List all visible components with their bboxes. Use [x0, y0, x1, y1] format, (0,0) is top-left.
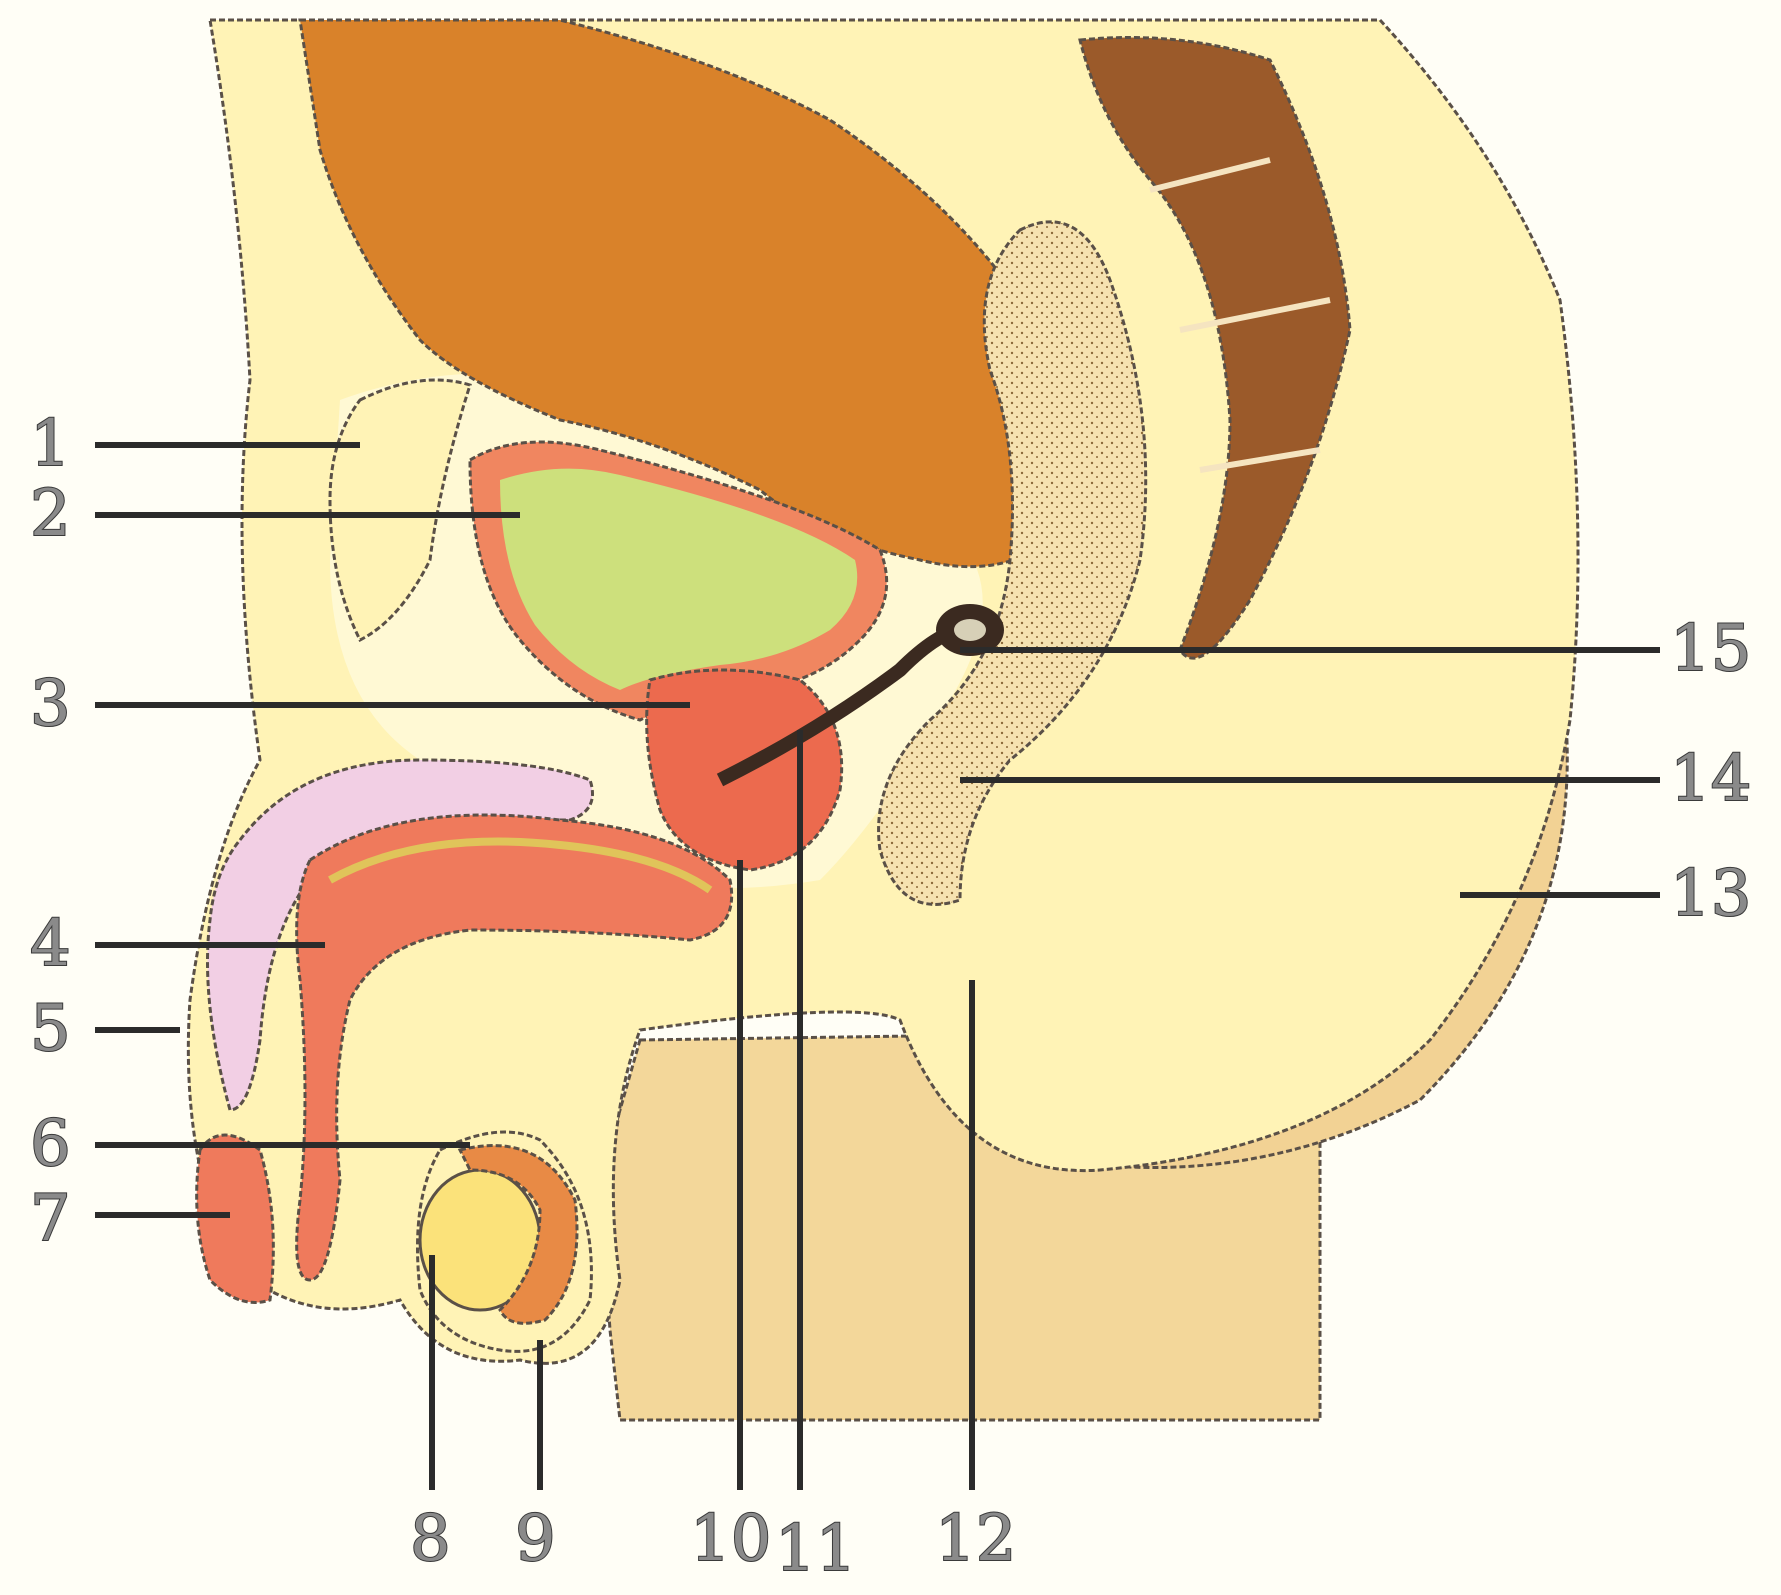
label-15: 15	[1670, 612, 1751, 686]
label-8: 8	[410, 1502, 451, 1576]
label-7: 7	[30, 1182, 71, 1256]
label-10: 10	[690, 1502, 771, 1576]
glans-penis	[197, 1135, 274, 1303]
label-6: 6	[30, 1107, 71, 1181]
label-11: 11	[775, 1512, 856, 1586]
label-1: 1	[30, 407, 71, 481]
label-9: 9	[515, 1502, 556, 1576]
label-13: 13	[1670, 857, 1751, 931]
label-3: 3	[30, 667, 71, 741]
label-12: 12	[935, 1502, 1016, 1576]
label-4: 4	[30, 907, 71, 981]
label-14: 14	[1670, 742, 1751, 816]
label-2: 2	[30, 477, 71, 551]
seminal-vesicle-inner	[954, 619, 986, 641]
label-5: 5	[30, 992, 71, 1066]
